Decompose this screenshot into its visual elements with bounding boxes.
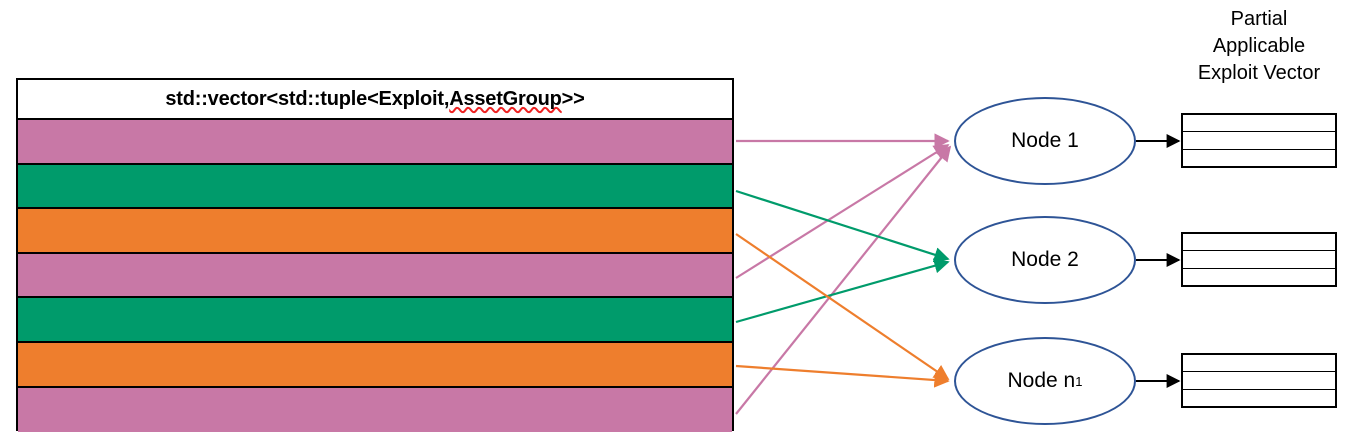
edge-row6-to-node1 bbox=[735, 145, 952, 415]
output-vector-slot[interactable] bbox=[1183, 372, 1335, 390]
output-vector-slot[interactable] bbox=[1183, 268, 1335, 285]
source-vector-row[interactable] bbox=[18, 342, 732, 388]
edge-row2-to-noden1 bbox=[735, 233, 950, 380]
node-label-n1: Node n bbox=[1007, 369, 1076, 392]
node-label-n1-subscript: 1 bbox=[1075, 373, 1083, 389]
node-label-1: Node 1 bbox=[1011, 129, 1079, 152]
edge-row4-to-node2 bbox=[735, 258, 950, 324]
source-vector-row[interactable] bbox=[18, 387, 732, 433]
source-exploit-vector: std::vector<std::tuple<Exploit, AssetGro… bbox=[16, 78, 734, 433]
output-vector-noden1 bbox=[1181, 353, 1337, 408]
source-vector-row[interactable] bbox=[18, 253, 732, 299]
source-vector-row[interactable] bbox=[18, 120, 732, 165]
caption-line-3: Exploit Vector bbox=[1197, 62, 1321, 85]
edge-row3-to-node1 bbox=[735, 144, 950, 279]
output-vector-slot[interactable] bbox=[1183, 115, 1335, 133]
caption-line-1: Partial bbox=[1230, 8, 1288, 30]
header-misspelled-token: AssetGroup bbox=[449, 87, 562, 110]
header-suffix-text: >> bbox=[561, 87, 585, 110]
edge-row5-to-noden1 bbox=[735, 364, 950, 388]
output-vector-slot[interactable] bbox=[1183, 389, 1335, 406]
source-vector-row[interactable] bbox=[18, 298, 732, 343]
header-prefix-text: std::vector<std::tuple<Exploit, bbox=[165, 87, 450, 110]
node-ellipse-2[interactable]: Node 2 bbox=[954, 216, 1136, 304]
output-vector-node1 bbox=[1181, 113, 1337, 168]
output-vector-node2 bbox=[1181, 232, 1337, 287]
source-vector-header: std::vector<std::tuple<Exploit, AssetGro… bbox=[18, 80, 732, 120]
source-vector-row[interactable] bbox=[18, 209, 732, 254]
node-label-2: Node 2 bbox=[1011, 248, 1079, 271]
output-vector-slot[interactable] bbox=[1183, 251, 1335, 269]
node-ellipse-1[interactable]: Node 1 bbox=[954, 97, 1136, 185]
source-vector-row[interactable] bbox=[18, 164, 732, 210]
output-vector-slot[interactable] bbox=[1183, 234, 1335, 252]
edge-row1-to-node2 bbox=[735, 189, 950, 263]
output-vector-slot[interactable] bbox=[1183, 132, 1335, 150]
output-vector-caption: Partial Applicable Exploit Vector bbox=[1160, 6, 1351, 88]
output-vector-slot[interactable] bbox=[1183, 149, 1335, 166]
caption-line-2: Applicable bbox=[1212, 35, 1306, 58]
output-vector-slot[interactable] bbox=[1183, 355, 1335, 373]
